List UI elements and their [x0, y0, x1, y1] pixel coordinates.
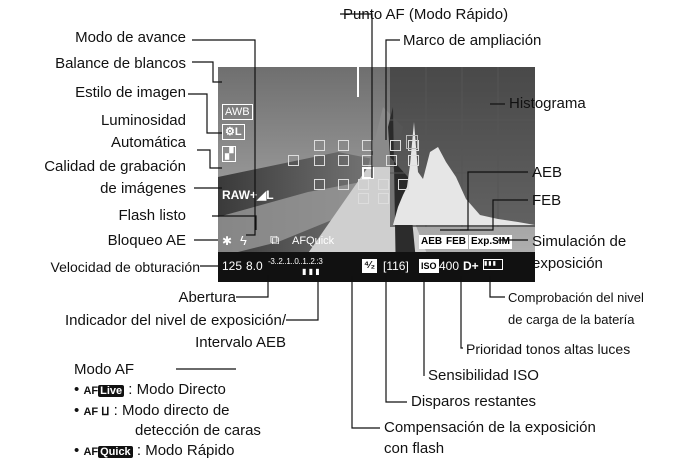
flash-ready-icon: ϟ: [240, 233, 247, 248]
shutter-speed-value: 125: [222, 259, 243, 273]
af-point: [378, 179, 389, 190]
bullet-icon: •: [74, 402, 80, 419]
live-view-screen: AWB ⚙L ▞ RAW+◢L ✱ ϟ ⧉ AFQuick AEB FEB Ex…: [218, 67, 535, 282]
af-mode-item-face: • AF ⵡ : Modo directo de: [74, 402, 230, 419]
picture-style-icon: ⚙L: [222, 124, 245, 140]
af-point: [314, 179, 325, 190]
af-point: [338, 140, 349, 151]
label-quality-2: de imágenes: [100, 180, 186, 197]
aperture-value: 8.0: [246, 259, 263, 273]
af-point: [408, 155, 419, 166]
ae-lock-icon: ✱: [222, 234, 233, 248]
bullet-icon: •: [74, 442, 80, 459]
af-point: [358, 179, 369, 190]
label-flash-ready: Flash listo: [118, 207, 186, 224]
label-picture-style: Estilo de imagen: [75, 84, 186, 101]
af-point: [398, 179, 409, 190]
af-point: [314, 140, 325, 151]
af-point: [288, 155, 299, 166]
wb-icon: AWB: [222, 104, 253, 120]
label-auto-lighting-2: Automática: [110, 134, 186, 151]
exposure-scale: -3..2..1..0..1..2.:3: [268, 257, 323, 266]
label-battery-2: de carga de la batería: [508, 312, 635, 327]
highlight-tone-icon: D+: [463, 259, 479, 273]
label-exposure-indicator-2: Intervalo AEB: [195, 334, 286, 351]
af-point: [358, 193, 369, 204]
label-ae-lock: Bloqueo AE: [107, 232, 186, 249]
af-point: [408, 140, 419, 151]
quality-icon: RAW+◢L: [222, 188, 274, 202]
drive-mode-icon: ⧉: [270, 232, 280, 247]
af-point: [378, 193, 389, 204]
af-mode-item-face-cont: detección de caras: [135, 422, 261, 439]
iso-value: 400: [439, 259, 460, 273]
af-point: [390, 140, 401, 151]
label-shutter-speed: Velocidad de obturación: [50, 259, 200, 275]
af-point: [338, 155, 349, 166]
aeb-indicator: AEB: [419, 235, 445, 249]
label-aperture: Abertura: [178, 289, 236, 306]
scene-image: [218, 67, 535, 282]
auto-lighting-icon: ▞: [222, 146, 237, 162]
exposure-sim-indicator: Exp.SIM: [469, 235, 512, 249]
shots-remaining-value: [116]: [383, 259, 409, 273]
label-iso: Sensibilidad ISO: [428, 367, 539, 384]
magnification-frame: [406, 135, 418, 149]
label-auto-lighting-1: Luminosidad: [100, 112, 186, 129]
feb-indicator: FEB: [444, 235, 468, 249]
label-shots-remaining: Disparos restantes: [411, 393, 537, 410]
af-point: [386, 155, 397, 166]
af-mode-indicator: AFQuick: [292, 235, 335, 247]
label-exposure-indicator-1: Indicador del nivel de exposición/: [65, 312, 286, 329]
label-af-point: Punto AF (Modo Rápido): [343, 6, 509, 23]
label-magnification-frame: Marco de ampliación: [403, 32, 542, 49]
label-histogram: Histograma: [509, 95, 586, 112]
label-exposure-sim-1: Simulación de: [532, 233, 627, 250]
label-aeb: AEB: [532, 164, 563, 181]
label-flash-comp-1: Compensación de la exposición: [384, 419, 596, 436]
bullet-icon: •: [74, 381, 80, 398]
exposure-marker: ▮ ▮ ▮: [302, 267, 320, 276]
af-face-icon: AF ⵡ: [83, 406, 110, 418]
label-quality-1: Calidad de grabación: [44, 158, 186, 175]
label-feb: FEB: [532, 192, 562, 209]
iso-icon: ISO: [419, 259, 439, 273]
flash-comp-icon: ⁴⁄₂: [362, 259, 378, 273]
label-exposure-sim-2: exposición: [532, 255, 603, 272]
af-point: [314, 155, 325, 166]
af-point-selected: [362, 167, 374, 179]
af-point: [338, 179, 349, 190]
af-mode-title: Modo AF: [74, 361, 135, 378]
battery-icon: ▮▮▮: [483, 259, 503, 270]
label-battery-1: Comprobación del nivel: [508, 290, 644, 305]
label-drive-mode: Modo de avance: [75, 29, 186, 46]
label-highlight-tone: Prioridad tonos altas luces: [466, 341, 631, 357]
label-white-balance: Balance de blancos: [55, 55, 186, 72]
label-flash-comp-2: con flash: [384, 440, 445, 457]
